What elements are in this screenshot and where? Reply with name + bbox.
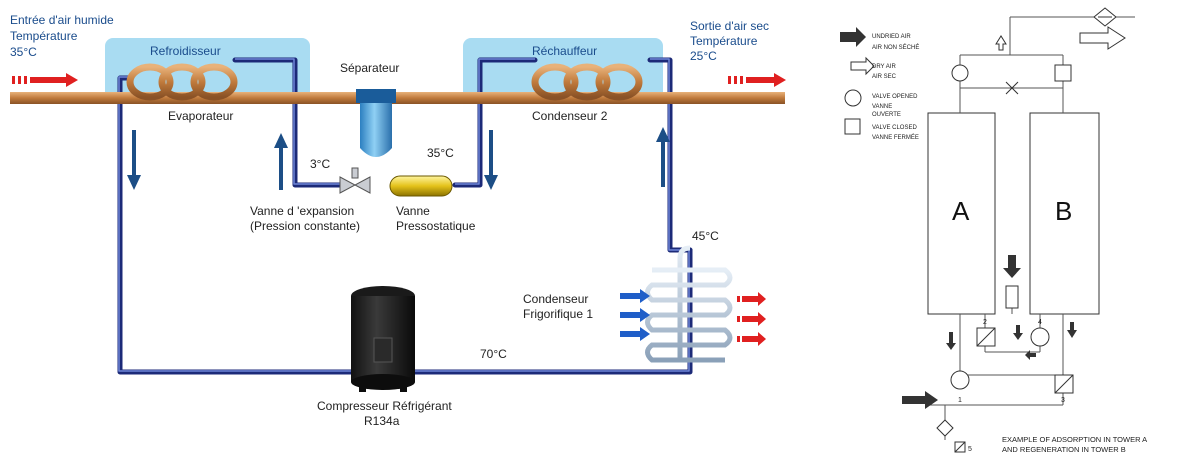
valve-1-number: 1 (958, 397, 962, 404)
svg-text:Vanne: Vanne (396, 204, 430, 218)
temp-70-label: 70°C (480, 347, 507, 361)
valve-5-number: 5 (968, 446, 972, 453)
valve-opened-legend-icon (844, 89, 862, 107)
undried-air-arrow-icon (840, 27, 1077, 409)
svg-text:Vanne d 'expansion: Vanne d 'expansion (250, 204, 354, 218)
svg-text:35°C: 35°C (10, 45, 37, 59)
valve-2-number: 2 (983, 319, 987, 326)
rechauffeur-label: Réchauffeur (532, 44, 597, 58)
legend-open-fr1: VANNE (872, 104, 892, 110)
svg-text:Température: Température (690, 34, 758, 48)
separateur-label: Séparateur (340, 61, 399, 75)
condenseur-frigorifique-label: Condenseur Frigorifique 1 (523, 292, 593, 321)
legend-open-fr2: OUVERTE (872, 112, 901, 118)
tower-b-label: B (1055, 196, 1072, 226)
inlet-arrow-icon (12, 73, 78, 87)
legend-undried-fr: AIR NON SÉCHÉ (872, 44, 919, 51)
legend-closed-en: VALVE CLOSED (872, 125, 917, 131)
valve-4-number: 4 (1038, 319, 1042, 326)
air-pipe (10, 92, 785, 104)
compresseur-label: Compresseur Réfrigérant R134a (317, 399, 452, 428)
caption-line2: AND REGENERATION IN TOWER B (1002, 445, 1126, 454)
temp-45-label: 45°C (692, 229, 719, 243)
tower-a-label: A (952, 196, 970, 226)
svg-text:Pressostatique: Pressostatique (396, 219, 476, 233)
svg-text:R134a: R134a (364, 414, 400, 428)
outlet-arrow-icon (728, 73, 786, 87)
svg-text:(Pression constante): (Pression constante) (250, 219, 360, 233)
legend-dry-fr: AIR SEC (872, 74, 897, 80)
flow-arrows (127, 127, 670, 190)
dry-air-arrow-icon (850, 26, 1126, 76)
compresseur-icon (351, 286, 415, 392)
svg-text:Frigorifique 1: Frigorifique 1 (523, 307, 593, 321)
valve-symbols (936, 7, 1117, 453)
temp-35-label: 35°C (427, 146, 454, 160)
caption-line1: EXAMPLE OF ADSORPTION IN TOWER A (1002, 435, 1147, 444)
valve-3-number: 3 (1061, 397, 1065, 404)
outlet-label: Sortie d'air sec Température 25°C (690, 19, 769, 63)
legend-closed-fr: VANNE FERMÉE (872, 134, 919, 141)
vanne-pressostatique-label: Vanne Pressostatique (396, 204, 476, 233)
legend-open-en: VALVE OPENED (872, 94, 918, 100)
legend-undried-en: UNDRIED AIR (872, 34, 911, 40)
cooling-air-in-icon (620, 289, 650, 341)
refroidisseur-label: Refroidisseur (150, 44, 221, 58)
evaporateur-label: Evaporateur (168, 109, 233, 123)
condenseur2-coil (531, 63, 643, 101)
valve-closed-legend-icon (844, 118, 861, 135)
condenseur-frigorifique-coil (645, 245, 733, 363)
inlet-label: Entrée d'air humide Température 35°C (10, 13, 114, 59)
svg-text:Température: Température (10, 29, 78, 43)
vanne-pressostatique-icon (389, 175, 453, 197)
condenseur2-label: Condenseur 2 (532, 109, 608, 123)
svg-text:Entrée d'air humide: Entrée d'air humide (10, 13, 114, 27)
svg-text:Condenseur: Condenseur (523, 292, 588, 306)
svg-text:25°C: 25°C (690, 49, 717, 63)
expansion-valve-icon (339, 167, 371, 194)
svg-text:Compresseur Réfrigérant: Compresseur Réfrigérant (317, 399, 452, 413)
vanne-expansion-label: Vanne d 'expansion (Pression constante) (250, 204, 360, 233)
cooling-air-out-icon (737, 292, 766, 346)
temp-3-label: 3°C (310, 157, 330, 171)
legend-dry-en: DRY AIR (872, 64, 896, 70)
svg-text:Sortie d'air sec: Sortie d'air sec (690, 19, 769, 33)
separateur-vessel (356, 89, 396, 157)
evaporator-coil (126, 63, 238, 101)
